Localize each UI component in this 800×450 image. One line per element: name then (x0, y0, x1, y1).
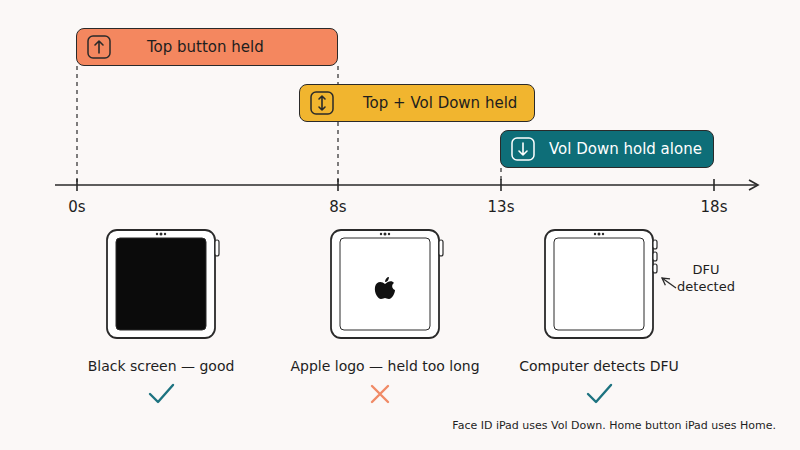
time-axis (55, 184, 758, 186)
axis-tick-label: 18s (689, 198, 739, 218)
ipad-dfu (545, 230, 657, 338)
ipad-apple-logo (331, 230, 443, 338)
state-caption: Black screen — good (71, 357, 251, 375)
state-caption: Computer detects DFU (499, 357, 699, 375)
axis-ticks (77, 179, 714, 191)
phase-label: Top button held (147, 38, 264, 56)
phase-bar: Top button held (76, 28, 338, 66)
axis-tick-label: 0s (57, 198, 97, 218)
phase-bar: Top + Vol Down held (299, 84, 535, 122)
axis-tick-label: 8s (318, 198, 358, 218)
check-mark (588, 385, 611, 402)
callout-label: DFU detected (675, 262, 737, 296)
state-caption: Apple logo — held too long (270, 357, 500, 375)
phase-label: Top + Vol Down held (363, 94, 517, 112)
check-mark (150, 385, 173, 402)
arrow-icon (310, 91, 334, 115)
footnote: Face ID iPad uses Vol Down. Home button … (430, 419, 776, 433)
ipad-black-screen (107, 230, 219, 338)
arrow-icon (87, 35, 111, 59)
phase-label: Vol Down hold alone (549, 140, 702, 158)
arrow-icon (511, 137, 535, 161)
cross-mark (372, 386, 388, 402)
axis-tick-label: 13s (476, 198, 526, 218)
apple-logo (375, 277, 395, 299)
phase-bar: Vol Down hold alone (500, 130, 714, 168)
callout-leader (662, 278, 676, 288)
